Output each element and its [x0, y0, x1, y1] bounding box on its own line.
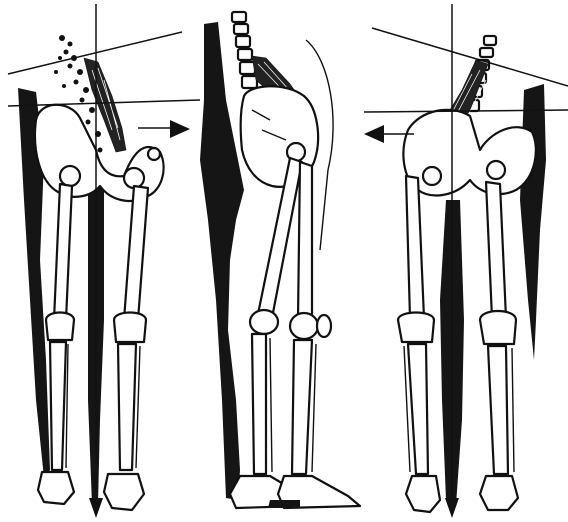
- side-knee-front: [290, 313, 318, 339]
- front-tibia-left: [50, 342, 66, 470]
- front-foot-right: [104, 474, 144, 510]
- back-knee-left: [398, 313, 434, 343]
- front-femur-left: [54, 184, 72, 320]
- back-foot-right: [480, 476, 518, 510]
- side-patella: [317, 315, 331, 337]
- back-femur-right: [486, 182, 506, 318]
- front-femur-right: [124, 186, 148, 320]
- back-foot-left: [406, 476, 440, 512]
- side-knee-back: [250, 310, 278, 334]
- back-tibia-right: [488, 346, 508, 474]
- back-shadow-strip: [520, 84, 546, 360]
- arrow-down-icon: [89, 498, 103, 518]
- back-hip-socket-right: [487, 161, 505, 179]
- back-knee-right: [480, 311, 516, 344]
- panel-back-view: [364, 4, 568, 518]
- front-tibia-right: [118, 344, 136, 470]
- arrow-right-icon: [170, 120, 190, 138]
- front-femur-head-marker: [148, 148, 160, 160]
- side-shadow-back: [200, 22, 244, 500]
- side-vertebrae: [232, 12, 257, 88]
- front-knee-left: [46, 313, 74, 341]
- front-foot-left: [38, 472, 74, 504]
- side-femur-front: [298, 162, 312, 318]
- front-knee-right: [114, 313, 146, 343]
- back-tibia-left: [408, 344, 428, 474]
- front-hip-socket-left: [60, 166, 80, 186]
- back-pelvis: [403, 110, 535, 196]
- side-ground-shadow: [268, 500, 300, 508]
- arrow-down-icon: [445, 498, 459, 518]
- side-tibia-front: [292, 340, 312, 474]
- panel-front-view: [8, 4, 200, 518]
- back-hip-socket-left: [423, 167, 441, 185]
- back-femur-left: [406, 176, 424, 318]
- side-tibia-back: [252, 334, 266, 474]
- arrow-left-icon: [364, 125, 384, 143]
- panel-side-view: [200, 12, 360, 508]
